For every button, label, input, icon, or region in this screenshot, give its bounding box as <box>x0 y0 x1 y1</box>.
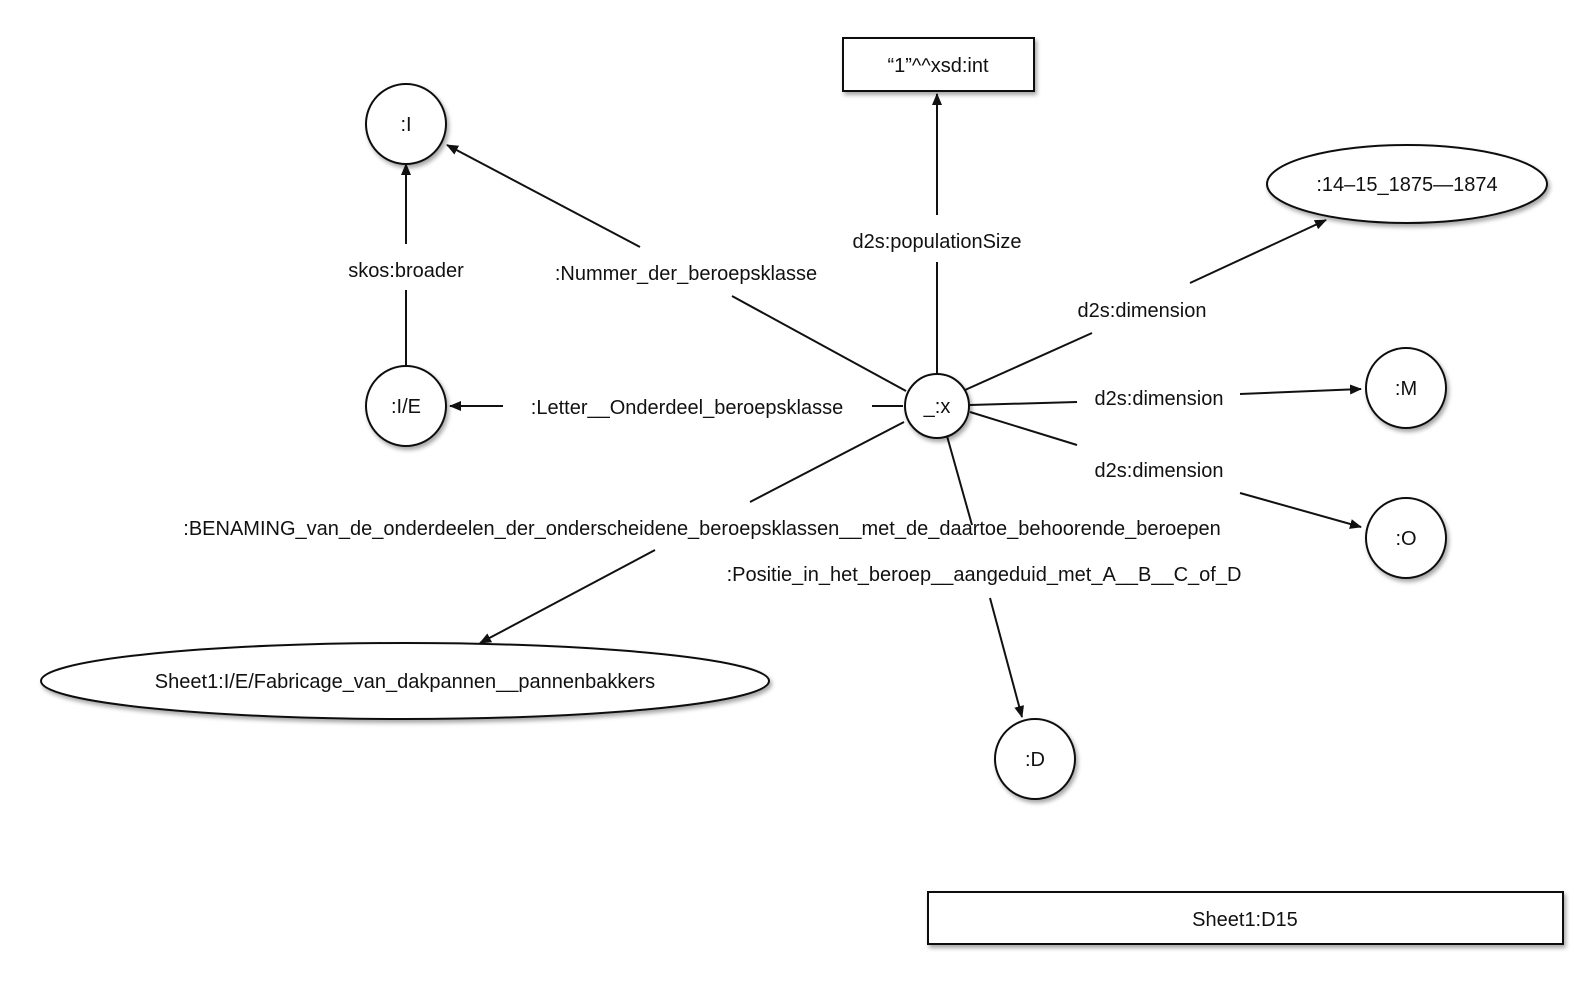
edge-dimension-m-right <box>1239 384 1362 395</box>
node-source-label: Sheet1:D15 <box>1192 909 1298 931</box>
edge-nummer-upper <box>446 144 641 248</box>
node-m-label: :M <box>1395 378 1417 400</box>
edge-dimension-time-upper <box>1189 219 1327 284</box>
node-o-label: :O <box>1395 528 1416 550</box>
node-sheet-label: Sheet1:I/E/Fabricage_van_dakpannen__pann… <box>40 642 770 720</box>
edge-label-dimension-time: d2s:dimension <box>1078 300 1207 322</box>
edge-label-broader: skos:broader <box>348 260 464 282</box>
edge-benaming-lower <box>479 549 656 644</box>
edge-dimension-m-left <box>969 401 1078 406</box>
edge-label-nummer: :Nummer_der_beroepsklasse <box>555 263 817 285</box>
edge-label-dimension-o: d2s:dimension <box>1095 460 1224 482</box>
edge-label-population-size: d2s:populationSize <box>852 231 1021 253</box>
node-ie-label: :I/E <box>391 396 421 418</box>
node-time-dimension: :14–15_1875—1874 <box>1266 144 1548 224</box>
node-x: _:x <box>904 373 970 439</box>
node-i-label: :I <box>400 114 411 136</box>
edge-label-benaming: :BENAMING_van_de_onderdeelen_der_ondersc… <box>183 518 1220 540</box>
node-int-literal: “1”^^xsd:int <box>842 37 1035 92</box>
edge-label-letter: :Letter__Onderdeel_beroepsklasse <box>531 397 843 419</box>
edge-dimension-time-lower <box>964 332 1093 391</box>
node-o: :O <box>1365 497 1447 579</box>
node-d-label: :D <box>1025 749 1045 771</box>
node-i: :I <box>365 83 447 165</box>
node-x-label: _:x <box>923 396 951 418</box>
edge-label-positie: :Positie_in_het_beroep__aangeduid_met_A_… <box>727 564 1242 586</box>
edge-label-dimension-m: d2s:dimension <box>1095 388 1224 410</box>
edge-nummer-lower <box>731 295 907 392</box>
node-sheet-label-text: Sheet1:I/E/Fabricage_van_dakpannen__pann… <box>155 671 655 693</box>
node-source: Sheet1:D15 <box>927 891 1564 945</box>
edge-positie-lower <box>989 597 1024 718</box>
edge-dimension-o-upper <box>969 411 1078 446</box>
node-time-dimension-label: :14–15_1875—1874 <box>1316 174 1497 196</box>
node-int-literal-label: “1”^^xsd:int <box>887 55 988 77</box>
edge-positie-upper <box>946 435 973 526</box>
edge-benaming-upper <box>749 421 905 503</box>
node-d: :D <box>994 718 1076 800</box>
edge-dimension-o-lower <box>1239 492 1362 529</box>
node-ie: :I/E <box>365 365 447 447</box>
node-m: :M <box>1365 347 1447 429</box>
